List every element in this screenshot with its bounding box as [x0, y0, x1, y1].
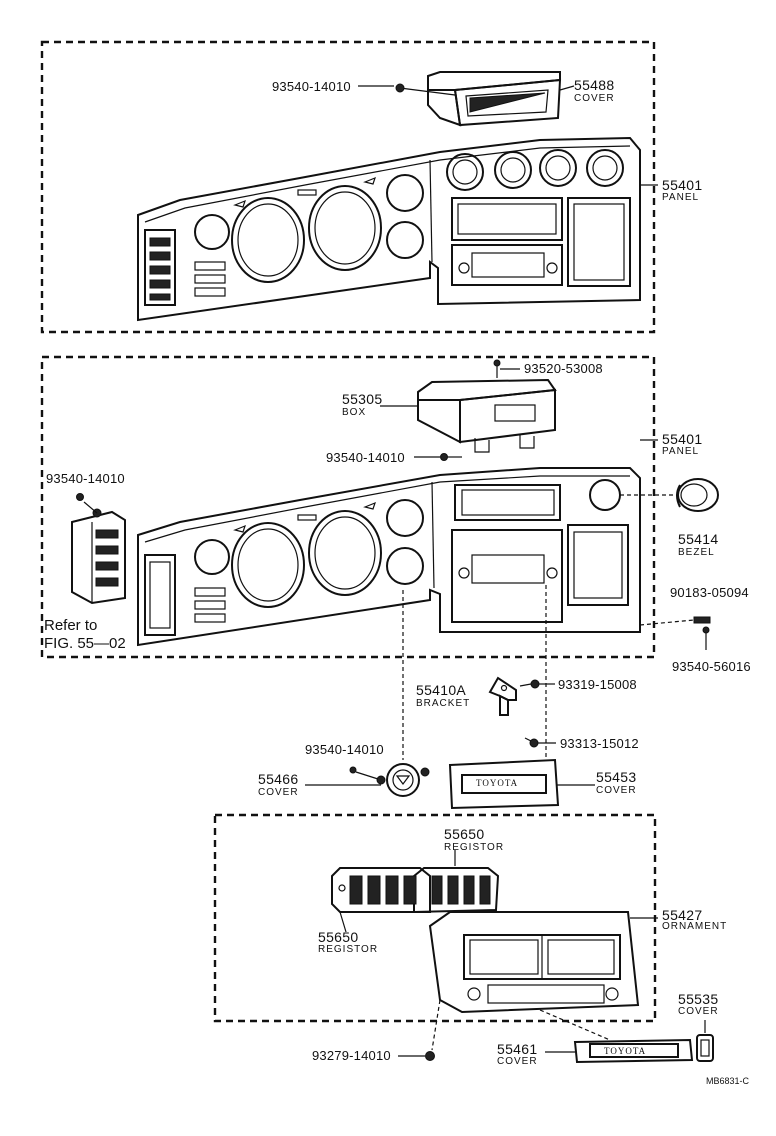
part-number-55305: 55305 — [342, 391, 383, 407]
group-frame-top — [40, 40, 656, 334]
drawing-code: MB6831-C — [706, 1076, 750, 1086]
part-name-cover-d: COVER — [678, 1006, 719, 1017]
part-name-cover-b: COVER — [258, 787, 299, 798]
part-number-55453: 55453 — [596, 769, 637, 785]
part-number-93520-53008: 93520-53008 — [524, 361, 603, 376]
screw-93313-15012-drawing — [524, 737, 539, 748]
part-number-55488: 55488 — [574, 77, 615, 93]
part-number-93540-14010-d: 93540-14010 — [305, 742, 384, 757]
ornament-55427-drawing — [428, 911, 640, 1014]
cover-55461-drawing — [573, 1038, 694, 1064]
part-number-93540-14010-a: 93540-14010 — [272, 79, 351, 94]
part-number-55427: 55427 — [662, 907, 703, 923]
part-number-90183-05094: 90183-05094 — [670, 585, 749, 600]
clip-90183-05094-drawing — [693, 616, 711, 624]
part-name-panel-b: PANEL — [662, 446, 700, 457]
cover-55488-drawing — [395, 71, 562, 127]
part-number-55461: 55461 — [497, 1041, 538, 1057]
part-number-55650-b: 55650 — [318, 929, 359, 945]
part-number-55414: 55414 — [678, 531, 719, 547]
cover-55535-drawing — [696, 1034, 714, 1062]
part-number-93319-15008: 93319-15008 — [558, 677, 637, 692]
part-number-93279-14010: 93279-14010 — [312, 1048, 391, 1063]
screw-93319-15008-drawing — [519, 679, 540, 689]
group-frame-middle — [40, 355, 656, 659]
screw-93520-53008-drawing — [493, 359, 501, 378]
part-name-box: BOX — [342, 407, 367, 418]
part-number-55410A: 55410A — [416, 682, 467, 698]
part-name-registor-a: REGISTOR — [444, 842, 505, 853]
part-number-93540-14010-c: 93540-14010 — [46, 471, 125, 486]
part-name-ornament: ORNAMENT — [662, 921, 728, 932]
bracket-55410A-drawing — [488, 676, 517, 716]
register-55650-lower-drawing — [331, 867, 431, 913]
register-55650-upper-drawing — [413, 867, 500, 914]
side-vent-drawing — [71, 493, 126, 605]
part-name-registor-b: REGISTOR — [318, 944, 379, 955]
part-name-cover-c: COVER — [596, 785, 637, 796]
part-name-panel-a: PANEL — [662, 192, 700, 203]
toyota-emblem-text-a: TOYOTA — [476, 778, 519, 788]
cover-55466-drawing — [349, 763, 430, 797]
screw-93540-14010-b-drawing — [440, 453, 462, 461]
toyota-emblem-text-b: TOYOTA — [604, 1046, 647, 1056]
bezel-55414-drawing — [676, 478, 719, 512]
group-frame-bottom — [213, 813, 657, 1023]
part-number-55401-b: 55401 — [662, 431, 703, 447]
screw-93540-56016-drawing — [702, 626, 710, 650]
part-number-93540-56016: 93540-56016 — [672, 659, 751, 674]
part-number-55535: 55535 — [678, 991, 719, 1007]
part-name-bracket: BRACKET — [416, 698, 471, 709]
part-name-cover-e: COVER — [497, 1056, 538, 1067]
part-name-cover-a: COVER — [574, 93, 615, 104]
box-55305-drawing — [417, 378, 557, 453]
screw-93279-14010-drawing — [425, 1051, 435, 1061]
part-number-55650-a: 55650 — [444, 826, 485, 842]
figure-reference-link[interactable]: FIG. 55—02 — [44, 635, 126, 652]
part-number-55401-a: 55401 — [662, 177, 703, 193]
part-number-93540-14010-b: 93540-14010 — [326, 450, 405, 465]
part-number-55466: 55466 — [258, 771, 299, 787]
instrument-panel-middle-drawing — [137, 467, 641, 647]
instrument-panel-top-drawing — [137, 136, 641, 322]
refer-to-text: Refer to — [44, 617, 98, 634]
part-name-bezel: BEZEL — [678, 547, 715, 558]
part-number-93313-15012: 93313-15012 — [560, 736, 639, 751]
cover-55453-drawing — [448, 758, 560, 810]
